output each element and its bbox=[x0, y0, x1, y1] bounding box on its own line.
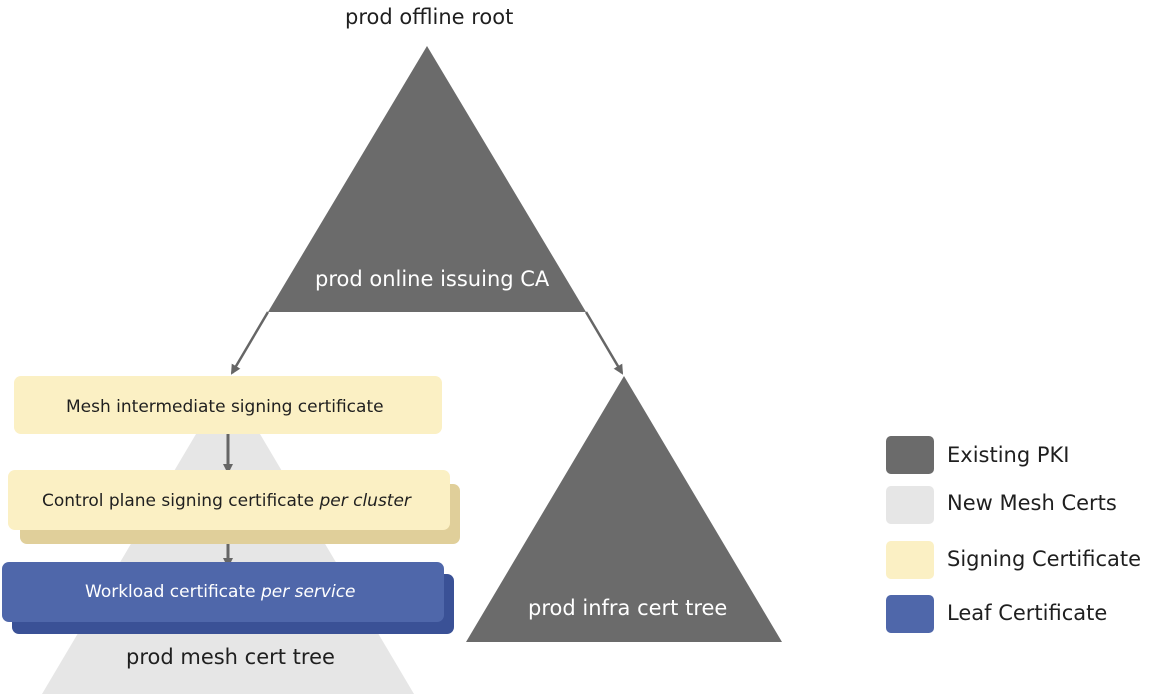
legend-swatch-new-mesh-certs bbox=[886, 486, 934, 524]
legend-label-leaf-certificate: Leaf Certificate bbox=[947, 601, 1108, 625]
mesh-intermediate-label: Mesh intermediate signing certificate bbox=[66, 397, 384, 417]
workload-label: Workload certificate per service bbox=[85, 582, 356, 602]
control-plane-emphasis: per cluster bbox=[319, 491, 411, 511]
arrow-ca-to-mesh bbox=[230, 311, 270, 375]
mesh-cert-tree-label: prod mesh cert tree bbox=[126, 645, 335, 669]
legend-item-new-mesh-certs: New Mesh Certs bbox=[886, 486, 1152, 526]
control-plane-label: Control plane signing certificate per cl… bbox=[42, 491, 411, 511]
workload-emphasis: per service bbox=[260, 582, 356, 602]
legend-label-existing-pki: Existing PKI bbox=[947, 443, 1070, 467]
legend-label-new-mesh-certs: New Mesh Certs bbox=[947, 491, 1117, 515]
control-plane-card: Control plane signing certificate per cl… bbox=[8, 470, 450, 530]
legend-label-signing-certificate: Signing Certificate bbox=[947, 547, 1142, 571]
mesh-intermediate-card: Mesh intermediate signing certificate bbox=[14, 376, 442, 434]
legend-swatch-existing-pki bbox=[886, 436, 934, 474]
legend-swatch-leaf-certificate bbox=[886, 595, 934, 633]
workload-card: Workload certificate per service bbox=[2, 562, 444, 622]
legend-item-signing-certificate: Signing Certificate bbox=[886, 541, 1152, 581]
offline-root-label: prod offline root bbox=[345, 5, 514, 29]
legend-item-existing-pki: Existing PKI bbox=[886, 436, 1152, 476]
online-issuing-ca-label: prod online issuing CA bbox=[315, 267, 550, 291]
legend-item-leaf-certificate: Leaf Certificate bbox=[886, 595, 1152, 635]
legend-swatch-signing-certificate bbox=[886, 541, 934, 579]
infra-cert-tree-triangle bbox=[466, 376, 782, 642]
arrow-ca-to-infra bbox=[584, 311, 624, 375]
infra-cert-tree-label: prod infra cert tree bbox=[528, 596, 728, 620]
root-ca-triangle bbox=[268, 46, 586, 312]
